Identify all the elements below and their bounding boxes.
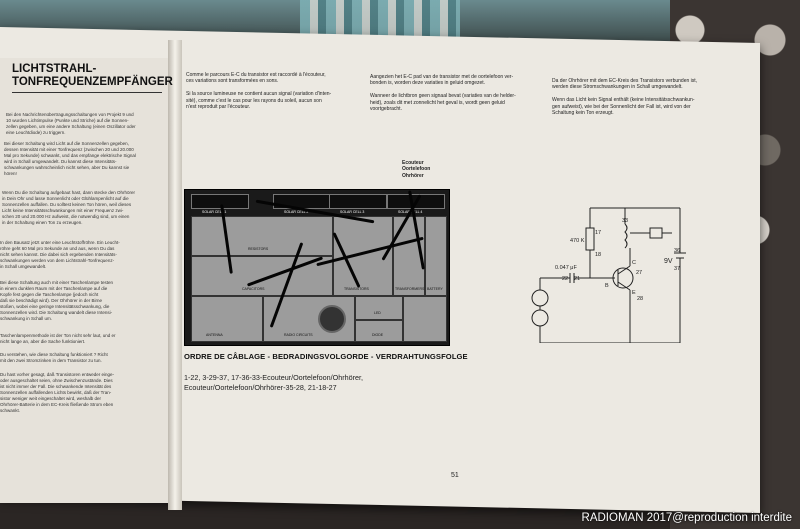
earphone-label: Ecouteur Oortelefoon Ohrhörer	[402, 160, 431, 179]
left-paragraph-4: In den Bausatz jetzt unter eine Leuchtst…	[0, 240, 120, 269]
book-gutter	[168, 40, 182, 510]
battery-panel: BATTERY	[425, 216, 447, 296]
tuning-dial	[318, 305, 346, 333]
transistors-label: TRANSISTORS	[344, 287, 369, 291]
left-paragraph-6: Taschenlampenmethode ist der Ton nicht s…	[0, 333, 116, 344]
solar-cell-3-label: SOLAR CELL 3	[340, 210, 365, 214]
german-column: Da der Ohrhörer mit dem EC-Kreis des Tra…	[552, 78, 698, 117]
left-paragraph-3: Wenn Du die Schaltung aufgebaut hast, da…	[2, 190, 136, 225]
led-panel: LED	[355, 296, 403, 320]
pin-label-37: 37	[674, 266, 681, 272]
pin-label-28: 28	[637, 296, 644, 302]
title-line-2: TONFREQUENZEMPFÄNGER	[12, 76, 173, 88]
left-paragraph-8: Du hast vorher gesagt, daß Transistoren …	[0, 372, 115, 413]
antenna-panel: ANTENNA	[191, 296, 263, 342]
led-label: LED	[374, 311, 381, 315]
radio-circuits-panel: RADIO CIRCUITS	[263, 296, 355, 342]
pin-label-e: E	[632, 290, 636, 296]
wiring-steps-line-1: 1-22, 3-29-37, 17-36-33-Ecouteur/Oortele…	[184, 373, 363, 382]
diode-label: DIODE	[372, 333, 384, 337]
capacitors-label: CAPACITORS	[242, 287, 265, 291]
battery-voltage-label: 9V	[664, 258, 673, 265]
dutch-column: Aangezien het E-C pad van de transistor …	[370, 74, 516, 113]
pin-label-17: 17	[595, 230, 602, 236]
key-switch-panel	[403, 296, 447, 342]
solar-cell-1-label: SOLAR CELL 1	[202, 210, 227, 214]
french-column: Comme le parcours E-C du transistor est …	[186, 72, 332, 111]
solar-cell-1: SOLAR CELL 1	[191, 194, 249, 214]
pin-label-21: 21	[574, 276, 581, 282]
left-page-title: LICHTSTRAHL- TONFREQUENZEMPFÄNGER	[12, 63, 173, 89]
left-paragraph-2: Bei dieser Schaltung wird Licht auf die …	[4, 141, 136, 176]
pin-label-b: B	[605, 283, 609, 289]
left-paragraph-7: Du verstehen, wie diese Schaltung funkti…	[0, 352, 108, 363]
capacitor-label: 0.047 μF	[555, 265, 577, 271]
diode-panel: DIODE	[355, 320, 403, 342]
title-rule	[12, 92, 162, 93]
battery-label: BATTERY	[427, 287, 443, 291]
pin-label-33: 33	[622, 218, 629, 224]
watermark: RADIOMAN 2017@reproduction interdite	[581, 512, 792, 524]
left-paragraph-1: Bei den Nachrichtenübertragungsschaltung…	[6, 112, 136, 135]
title-line-1: LICHTSTRAHL-	[12, 63, 97, 75]
solar-cell-3: SOLAR CELL 3	[329, 194, 387, 214]
pin-label-c: C	[632, 260, 636, 266]
pin-label-22: 22	[562, 276, 569, 282]
wiring-steps-line-2: Ecouteur/Oortelefoon/Ohrhörer-35-28, 21-…	[184, 383, 337, 392]
resistor-label: 470 K	[570, 238, 585, 244]
page-number: 51	[451, 472, 459, 479]
transformers-label: TRANSFORMERS	[395, 287, 425, 291]
pin-label-18: 18	[595, 252, 602, 258]
circuit-schematic	[531, 207, 686, 343]
wiring-steps: 1-22, 3-29-37, 17-36-33-Ecouteur/Oortele…	[184, 373, 484, 393]
breadboard-illustration: SOLAR CELL 1 SOLAR CELL 2 SOLAR CELL 3 S…	[184, 189, 450, 346]
pin-label-27: 27	[636, 270, 643, 276]
resistors-panel: RESISTORS	[191, 216, 333, 256]
left-page	[0, 58, 170, 503]
antenna-label: ANTENNA	[206, 333, 223, 337]
wiring-order-caption: ORDRE DE CÂBLAGE - BEDRADINGSVOLGORDE - …	[184, 352, 468, 361]
left-paragraph-5: Bei diese Schaltung auch mit einer Tasch…	[0, 280, 113, 321]
radio-circuits-label: RADIO CIRCUITS	[284, 333, 313, 337]
resistors-label: RESISTORS	[248, 247, 269, 251]
pin-label-36: 36	[674, 248, 681, 254]
solar-cell-2-label: SOLAR CELL 2	[284, 210, 309, 214]
